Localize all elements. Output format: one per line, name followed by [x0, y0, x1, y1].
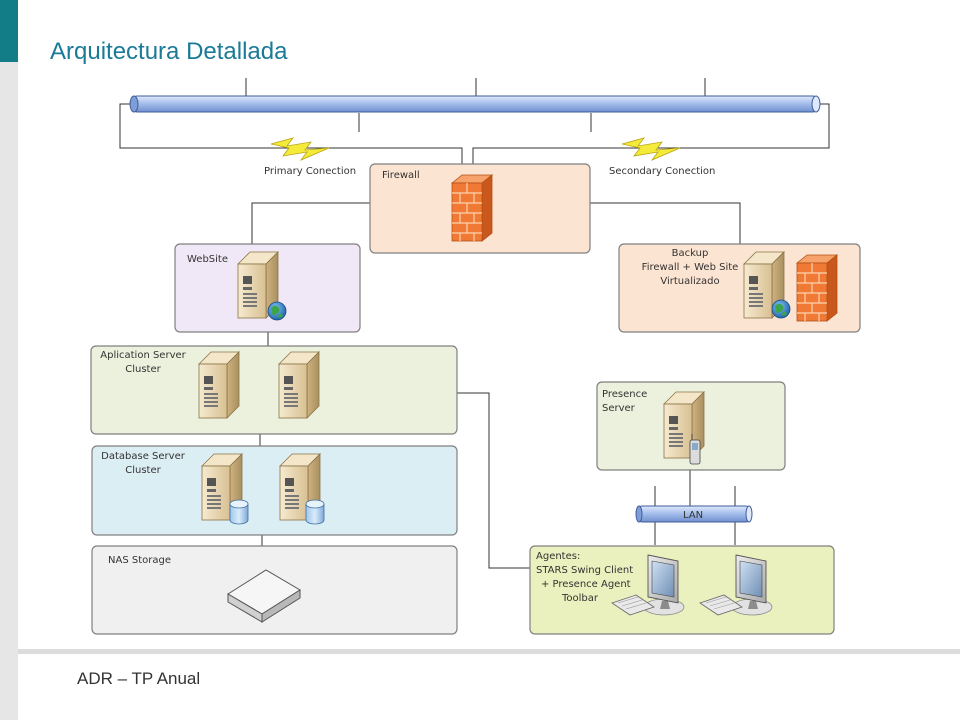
- firewall-label: Firewall: [382, 170, 420, 181]
- nas-label: NAS Storage: [108, 555, 171, 566]
- backup-globe-icon: [771, 299, 791, 319]
- primary-lightning-icon: [270, 137, 330, 161]
- secondary-lightning-icon: [621, 137, 681, 161]
- lan-label: LAN: [683, 510, 703, 521]
- agents-label-line-4: Toolbar: [561, 593, 599, 604]
- backup-label-line-3: Virtualizado: [660, 276, 719, 287]
- app-server-icon: [198, 351, 240, 419]
- presence-server-node: Presence Server: [596, 381, 786, 471]
- app-cluster-label-line-2: Cluster: [125, 364, 161, 375]
- left-sidebar-bar: [0, 0, 18, 720]
- globe-icon: [267, 301, 287, 321]
- agents-label-line-1: Agentes:: [536, 551, 580, 562]
- footer-divider: [18, 649, 960, 654]
- firewall-node: Firewall: [369, 163, 591, 254]
- db-cluster-label-line-2: Cluster: [125, 465, 161, 476]
- backup-firewall-icon: [796, 254, 838, 322]
- nas-storage-node: NAS Storage: [91, 545, 458, 635]
- database-icon: [305, 499, 325, 525]
- agents-label-line-3: + Presence Agent: [541, 579, 631, 590]
- agents-label-line-2: STARS Swing Client: [536, 565, 633, 576]
- app-cluster-label-line-1: Aplication Server: [100, 350, 186, 361]
- backup-label-line-1: Backup: [672, 248, 709, 259]
- db-cluster-label-line-1: Database Server: [101, 451, 186, 462]
- agents-node: Agentes: STARS Swing Client + Presence A…: [529, 545, 835, 635]
- nas-device-icon: [227, 569, 301, 623]
- firewall-brick-icon: [451, 174, 493, 242]
- primary-connection-label: Primary Conection: [264, 166, 356, 177]
- mobile-phone-icon: [689, 434, 701, 465]
- presence-label-line-1: Presence: [602, 389, 647, 400]
- backup-node: Backup Firewall + Web Site Virtualizado: [618, 243, 861, 333]
- backbone-bus: [129, 95, 821, 113]
- title-accent-bar: [0, 0, 18, 62]
- app-server-cluster-node: Aplication Server Cluster: [90, 345, 458, 435]
- slide-title: Arquitectura Detallada: [50, 38, 288, 65]
- slide-footer: ADR – TP Anual: [77, 669, 201, 688]
- lan-bus: LAN: [635, 505, 753, 523]
- website-label: WebSite: [187, 254, 228, 265]
- connection-lines: [119, 78, 830, 569]
- presence-label-line-2: Server: [602, 403, 636, 414]
- database-cluster-node: Database Server Cluster: [91, 445, 458, 536]
- secondary-connection-label: Secondary Conection: [609, 166, 715, 177]
- database-icon: [229, 499, 249, 525]
- app-server-icon: [278, 351, 320, 419]
- backup-label-line-2: Firewall + Web Site: [642, 262, 739, 273]
- website-node: WebSite: [174, 243, 361, 333]
